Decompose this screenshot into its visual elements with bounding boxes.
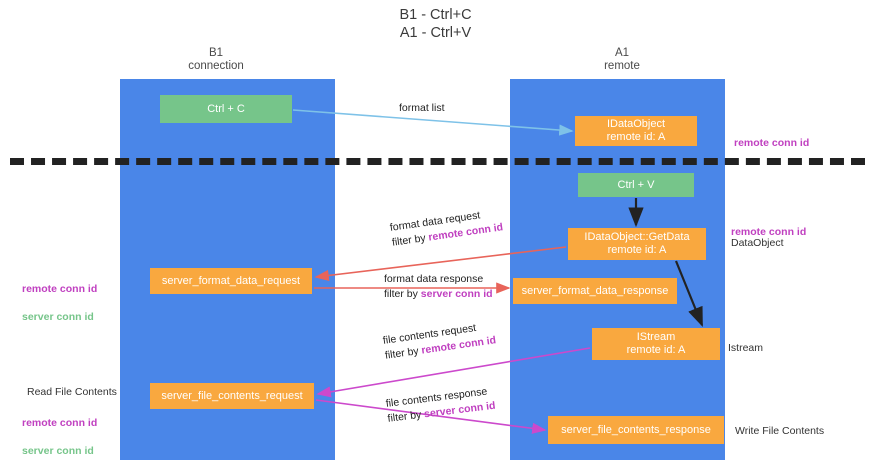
phase-separator	[10, 158, 865, 165]
filter-prefix: filter by	[391, 231, 430, 249]
node-idataobject-getdata[interactable]: IDataObject::GetData remote id: A	[568, 228, 706, 260]
annotation-right-top: remote conn id	[734, 122, 809, 150]
annotation-remote-conn-id: remote conn id	[734, 137, 810, 149]
column-header-a1: A1 remote	[604, 47, 640, 72]
node-server-file-contents-request[interactable]: server_file_contents_request	[150, 383, 314, 409]
node-server-format-data-response[interactable]: server_format_data_response	[513, 278, 677, 304]
annotation-read-file-contents: Read File Contents	[27, 386, 117, 398]
annotation-right-mid: remote conn id	[731, 211, 806, 239]
edge-label-format-list-text: format list	[399, 102, 445, 114]
node-idataobject[interactable]: IDataObject remote id: A	[575, 116, 697, 146]
annotation-remote-conn-id: remote conn id	[22, 417, 98, 429]
edge-label-file-contents-request: file contents request filter by remote c…	[382, 318, 497, 363]
filter-key-server-conn-id: server conn id	[420, 288, 493, 300]
annotation-remote-conn-id: remote conn id	[731, 226, 807, 238]
annotation-istream: Istream	[728, 342, 764, 354]
annotation-dataobject: DataObject	[731, 237, 784, 249]
page-title: B1 - Ctrl+C A1 - Ctrl+V	[399, 7, 472, 41]
annotation-left-conn-ids: remote conn id server conn id	[22, 268, 97, 338]
node-server-file-contents-response[interactable]: server_file_contents_response	[548, 416, 724, 444]
annotation-server-conn-id: server conn id	[22, 311, 94, 323]
annotation-remote-conn-id: remote conn id	[22, 283, 98, 295]
edge-label-format-data-response: format data response filter by server co…	[384, 272, 493, 302]
node-ctrl-v[interactable]: Ctrl + V	[578, 173, 694, 197]
edge-label-file-contents-response: file contents response filter by server …	[385, 384, 496, 427]
node-server-format-data-request[interactable]: server_format_data_request	[150, 268, 312, 294]
edge-label-format-data-response-filter: filter by server conn id	[384, 287, 493, 302]
node-ctrl-c[interactable]: Ctrl + C	[160, 95, 292, 123]
annotation-left-conn-ids-2: remote conn id server conn id	[22, 402, 97, 472]
annotation-server-conn-id: server conn id	[22, 445, 94, 457]
filter-prefix: filter by	[384, 344, 423, 362]
filter-prefix: filter by	[384, 288, 421, 300]
annotation-write-file-contents: Write File Contents	[735, 425, 825, 437]
column-header-b1: B1 connection	[188, 47, 244, 72]
edge-label-format-data-request: format data request filter by remote con…	[389, 205, 504, 250]
edge-label-format-data-response-text: format data response	[384, 273, 484, 285]
filter-prefix: filter by	[386, 408, 425, 425]
edge-label-format-list: format list	[399, 101, 445, 116]
node-istream[interactable]: IStream remote id: A	[592, 328, 720, 360]
